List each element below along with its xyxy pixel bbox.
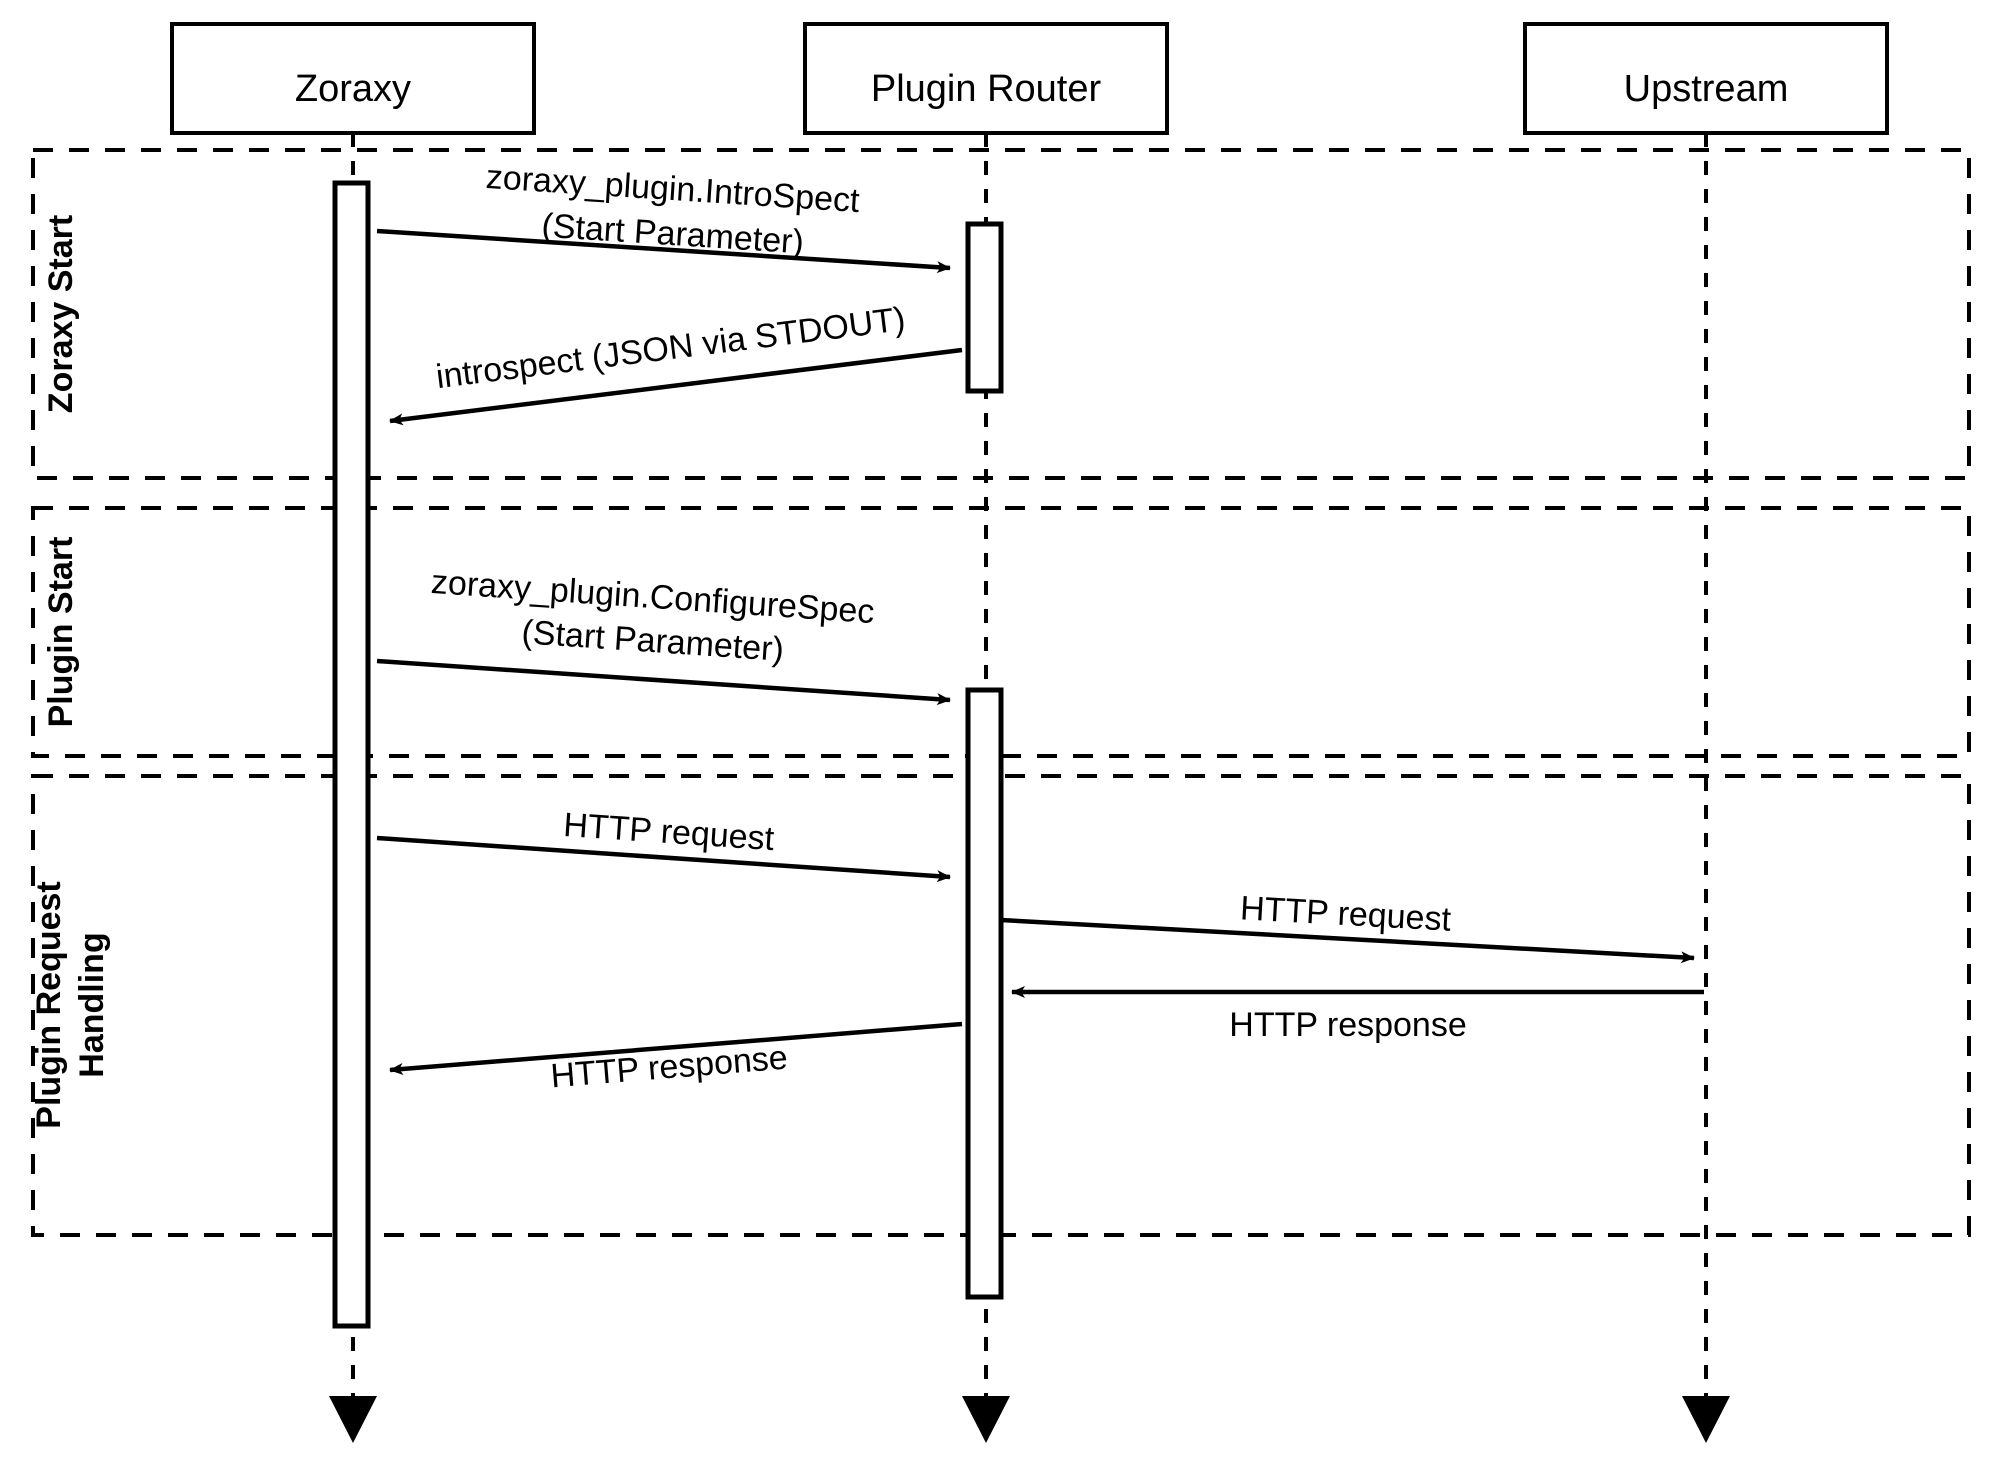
fragment-box-zoraxy-start bbox=[31, 148, 1971, 480]
activation-bar-zoraxy bbox=[332, 180, 371, 1329]
participant-zoraxy[interactable]: Zoraxy bbox=[170, 22, 536, 135]
message-http-response-plugin-zoraxy[interactable]: HTTP response bbox=[389, 1021, 963, 1096]
participant-box-zoraxy bbox=[170, 22, 536, 135]
participant-label-zoraxy: Zoraxy bbox=[295, 68, 411, 110]
message-arrow-configurespec-call bbox=[376, 658, 951, 706]
message-label-configurespec-call-line1: zoraxy_plugin.ConfigureSpec bbox=[430, 563, 876, 631]
message-introspect-call[interactable]: zoraxy_plugin.IntroSpect (Start Paramete… bbox=[376, 158, 951, 274]
message-label-http-request-zoraxy-plugin: HTTP request bbox=[562, 806, 776, 858]
message-label-introspect-call-line2: (Start Parameter) bbox=[540, 207, 805, 262]
participant-label-upstream: Upstream bbox=[1624, 68, 1789, 110]
lifeline-end-arrow-upstream bbox=[1682, 1396, 1730, 1443]
fragment-label-plugin-request-handling-line1: Plugin Request bbox=[30, 881, 68, 1128]
message-arrow-http-request-zoraxy-plugin bbox=[376, 835, 951, 883]
lifeline-end-arrow-zoraxy bbox=[329, 1396, 377, 1443]
message-label-introspect-call-line1: zoraxy_plugin.IntroSpect bbox=[485, 158, 861, 220]
message-configurespec-call[interactable]: zoraxy_plugin.ConfigureSpec (Start Param… bbox=[376, 563, 951, 706]
fragment-label-zoraxy-start: Zoraxy Start bbox=[42, 215, 80, 413]
message-label-http-response-plugin-zoraxy: HTTP response bbox=[549, 1039, 789, 1096]
message-http-request-plugin-upstream[interactable]: HTTP request bbox=[1000, 889, 1695, 964]
message-label-http-request-plugin-upstream: HTTP request bbox=[1239, 889, 1452, 938]
message-arrow-http-request-plugin-upstream bbox=[1000, 917, 1695, 964]
message-arrow-introspect-call bbox=[376, 228, 951, 274]
message-label-introspect-return-line1: introspect (JSON via STDOUT) bbox=[434, 300, 907, 396]
participant-box-plugin-router bbox=[803, 22, 1169, 135]
activation-bar-plugin-router-introspect bbox=[965, 221, 1004, 394]
participant-plugin-router[interactable]: Plugin Router bbox=[803, 22, 1169, 135]
message-http-response-upstream-plugin[interactable]: HTTP response bbox=[1011, 986, 1704, 1044]
message-http-request-zoraxy-plugin[interactable]: HTTP request bbox=[376, 806, 951, 883]
participant-label-plugin-router: Plugin Router bbox=[871, 68, 1102, 110]
fragment-label-plugin-request-handling-line2: Handling bbox=[73, 932, 111, 1077]
lifeline-end-arrow-plugin-router bbox=[962, 1396, 1010, 1443]
message-label-http-response-upstream-plugin: HTTP response bbox=[1229, 1006, 1466, 1044]
message-arrow-http-response-plugin-zoraxy bbox=[389, 1021, 963, 1075]
fragment-label-plugin-start: Plugin Start bbox=[42, 537, 80, 728]
message-arrow-introspect-return bbox=[389, 347, 963, 426]
message-introspect-return[interactable]: introspect (JSON via STDOUT) bbox=[389, 300, 963, 426]
participant-upstream[interactable]: Upstream bbox=[1523, 22, 1889, 135]
activation-bar-plugin-router-serving bbox=[965, 687, 1004, 1300]
fragment-zoraxy-start: Zoraxy Start bbox=[31, 148, 1971, 480]
